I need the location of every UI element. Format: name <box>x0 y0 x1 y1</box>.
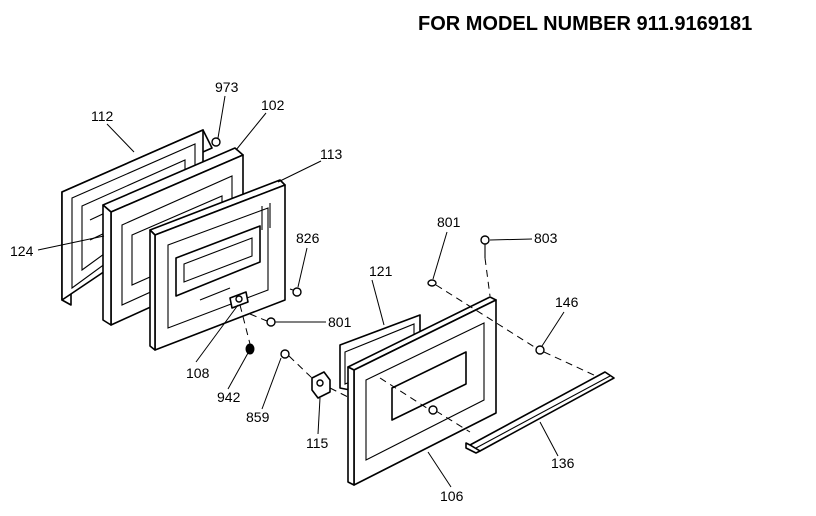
label-113: 113 <box>320 146 343 162</box>
part-106-outer-door <box>347 296 497 486</box>
part-942-screw <box>245 343 255 355</box>
part-973-screw <box>211 137 221 147</box>
label-146: 146 <box>555 294 579 310</box>
part-108-hinge-clip <box>229 291 249 309</box>
label-859: 859 <box>246 409 270 425</box>
part-859-screw <box>280 349 290 359</box>
label-124: 124 <box>10 243 34 259</box>
label-112: 112 <box>91 108 114 124</box>
label-108: 108 <box>186 365 210 381</box>
label-801-lower: 801 <box>328 314 352 330</box>
label-826: 826 <box>296 230 320 246</box>
part-113-inner-panel <box>149 179 286 351</box>
label-973: 973 <box>215 79 239 95</box>
part-803-screw <box>480 235 490 258</box>
part-115-bracket <box>311 371 331 399</box>
label-115: 115 <box>306 435 329 451</box>
part-801-screw-lower <box>266 317 276 327</box>
label-801-upper: 801 <box>437 214 461 230</box>
label-102: 102 <box>261 97 285 113</box>
label-942: 942 <box>217 389 241 405</box>
part-801-screw-upper <box>427 279 437 287</box>
label-136: 136 <box>551 455 575 471</box>
label-121: 121 <box>369 263 393 279</box>
model-number-title: FOR MODEL NUMBER 911.9169181 <box>418 13 752 35</box>
label-106: 106 <box>440 488 464 504</box>
part-146-spacer <box>535 345 545 355</box>
part-826-screw <box>289 287 302 297</box>
label-803: 803 <box>534 230 558 246</box>
part-136-door-handle <box>465 371 615 454</box>
